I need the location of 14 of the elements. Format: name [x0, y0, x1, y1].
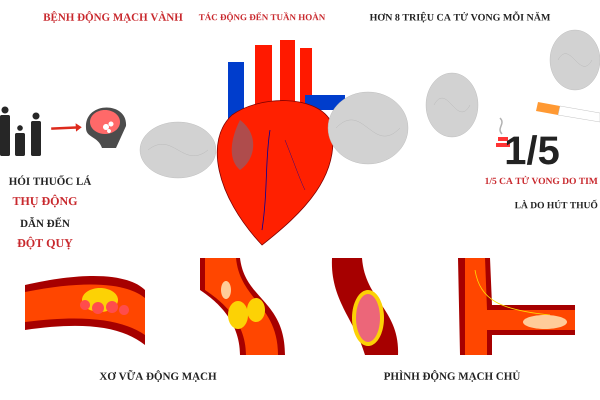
caption-text: BỆNH ĐỘNG MẠCH VÀNH	[43, 11, 183, 23]
caption-text: TÁC ĐỘNG ĐẾN TUẦN HOÀN	[198, 12, 326, 22]
caption-text: PHÌNH ĐỘNG MẠCH CHỦ	[384, 370, 520, 382]
caption-text: HƠN 8 TRIỆU CA TỬ VONG MỖI NĂM	[370, 11, 550, 22]
caption-text: THỤ ĐỘNG	[12, 194, 78, 208]
caption-text: ĐỘT QUỴ	[17, 236, 73, 250]
caption-text: XƠ VỮA ĐỘNG MẠCH	[100, 370, 216, 382]
caption-text: 1/5 CA TỬ VONG DO TIM	[485, 176, 598, 184]
family-drawing	[0, 106, 41, 156]
caption-text: LÀ DO HÚT THUỐ	[514, 200, 598, 208]
caption-text: DẪN ĐẾN	[20, 217, 70, 227]
brain-drawing	[86, 108, 126, 148]
big-number: 1/5	[506, 135, 559, 165]
caption-text: HÓI THUỐC LÁ	[8, 175, 92, 185]
